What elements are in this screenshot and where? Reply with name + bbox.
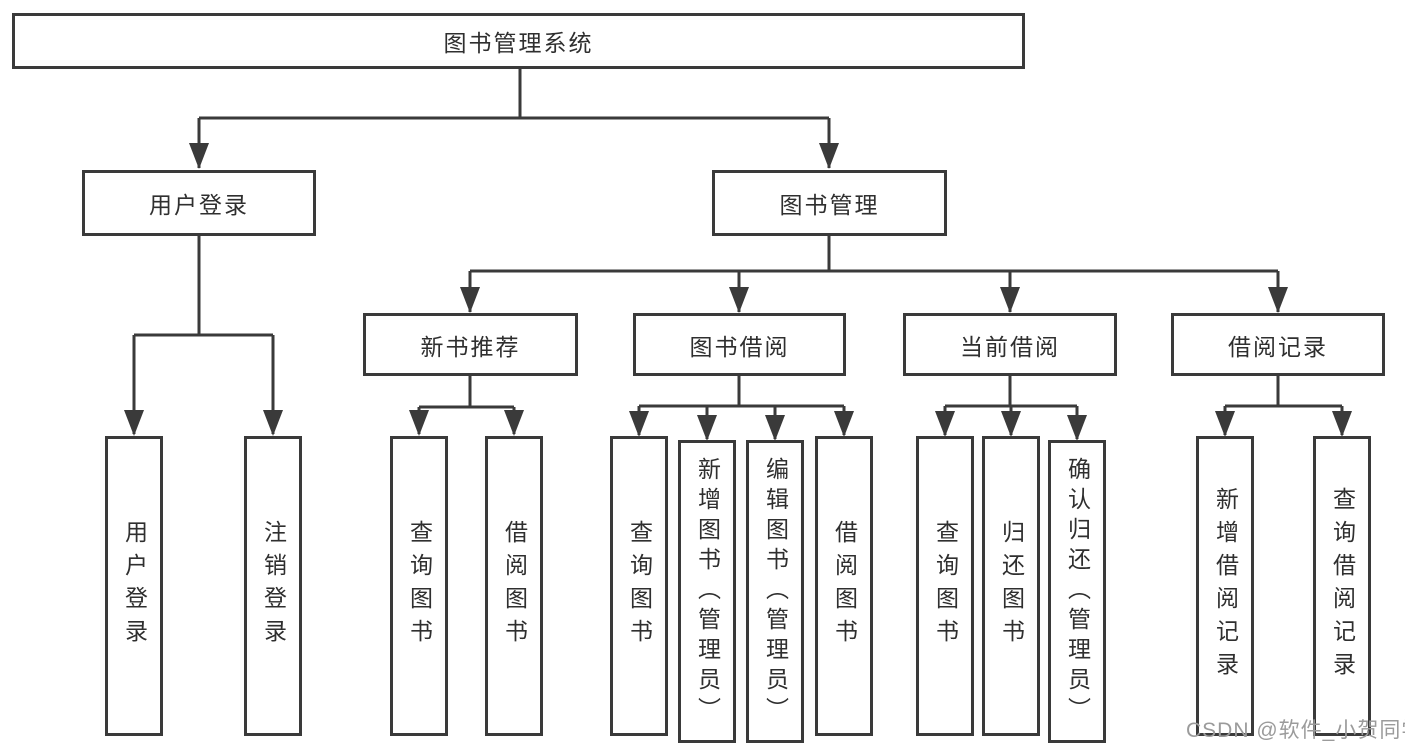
leaf-edit-books-admin-label: 编辑图书（管理员） bbox=[762, 456, 789, 727]
leaf-borrow-books-1: 借阅图书 bbox=[485, 436, 543, 736]
leaf-borrow-books-2-label: 借阅图书 bbox=[831, 520, 858, 652]
node-new-book-recommend: 新书推荐 bbox=[363, 313, 578, 376]
node-book-borrowing-label: 图书借阅 bbox=[689, 333, 790, 360]
leaf-borrow-books-2: 借阅图书 bbox=[815, 436, 873, 736]
connector-edges bbox=[132, 68, 1344, 439]
node-book-management-label: 图书管理 bbox=[779, 192, 880, 218]
leaf-return-books-label: 归还图书 bbox=[998, 520, 1025, 652]
leaf-add-books-admin-label: 新增图书（管理员） bbox=[694, 456, 721, 727]
leaf-logout-login: 注销登录 bbox=[244, 436, 302, 736]
leaf-borrow-books-1-label: 借阅图书 bbox=[501, 520, 528, 652]
leaf-query-books-1-label: 查询图书 bbox=[406, 520, 433, 652]
leaf-edit-books-admin: 编辑图书（管理员） bbox=[746, 440, 804, 743]
leaf-query-books-2: 查询图书 bbox=[610, 436, 668, 736]
arrowheads bbox=[124, 143, 1352, 441]
node-root: 图书管理系统 bbox=[12, 13, 1025, 69]
node-new-book-recommend-label: 新书推荐 bbox=[420, 333, 521, 360]
leaf-add-borrow-record-label: 新增借阅记录 bbox=[1212, 487, 1239, 685]
node-current-borrowing-label: 当前借阅 bbox=[960, 333, 1060, 360]
node-user-login-label: 用户登录 bbox=[149, 192, 249, 218]
node-borrowing-records-label: 借阅记录 bbox=[1228, 333, 1328, 360]
leaf-query-books-2-label: 查询图书 bbox=[626, 520, 653, 652]
leaf-add-books-admin: 新增图书（管理员） bbox=[678, 440, 736, 743]
leaf-return-books: 归还图书 bbox=[982, 436, 1040, 736]
leaf-user-login: 用户登录 bbox=[105, 436, 163, 736]
leaf-logout-login-label: 注销登录 bbox=[260, 520, 287, 652]
node-root-label: 图书管理系统 bbox=[443, 30, 594, 56]
node-borrowing-records: 借阅记录 bbox=[1171, 313, 1385, 376]
leaf-user-login-label: 用户登录 bbox=[121, 520, 148, 652]
node-current-borrowing: 当前借阅 bbox=[903, 313, 1117, 376]
leaf-query-borrow-record: 查询借阅记录 bbox=[1313, 436, 1371, 736]
leaf-confirm-return-admin: 确认归还（管理员） bbox=[1048, 440, 1106, 743]
leaf-query-books-3-label: 查询图书 bbox=[932, 520, 959, 652]
leaf-query-books-1: 查询图书 bbox=[390, 436, 448, 736]
csdn-watermark: CSDN @软件_小贺同学 bbox=[1186, 719, 1405, 742]
node-book-borrowing: 图书借阅 bbox=[633, 313, 846, 376]
leaf-query-borrow-record-label: 查询借阅记录 bbox=[1329, 487, 1356, 685]
leaf-add-borrow-record: 新增借阅记录 bbox=[1196, 436, 1254, 736]
leaf-query-books-3: 查询图书 bbox=[916, 436, 974, 736]
node-book-management: 图书管理 bbox=[712, 170, 947, 236]
leaf-confirm-return-admin-label: 确认归还（管理员） bbox=[1064, 456, 1091, 727]
node-user-login: 用户登录 bbox=[82, 170, 316, 236]
